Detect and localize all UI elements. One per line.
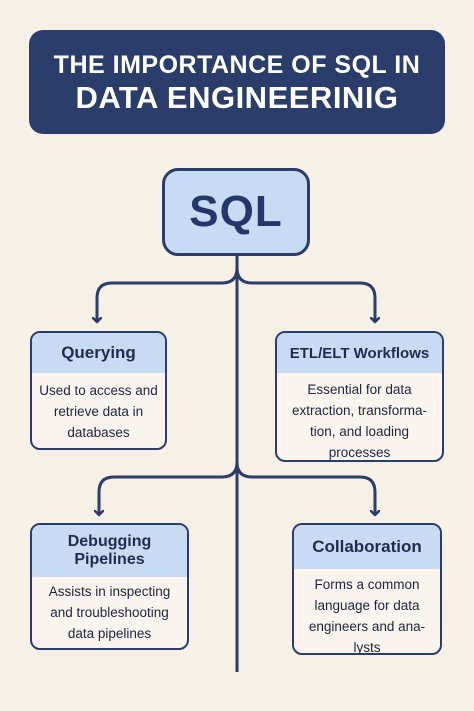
etl-card: ETL/ELT Workflows Essential for data ext… — [275, 331, 444, 462]
collaboration-description: Forms a common language for data enginee… — [308, 577, 426, 655]
branch-to-etl — [235, 267, 375, 322]
debugging-description: Assists in inspecting and troubleshootin… — [48, 584, 171, 641]
branch-to-debugging — [99, 461, 239, 515]
querying-description: Used to access and retrieve data in data… — [39, 383, 158, 440]
title-line-2: DATA ENGINEERINIG — [75, 79, 399, 115]
debugging-card: Debugging Pipelines Assists in inspectin… — [30, 523, 189, 650]
collaboration-title: Collaboration — [294, 525, 440, 569]
debugging-title: Debugging Pipelines — [32, 525, 187, 577]
branch-to-collaboration — [235, 461, 375, 515]
querying-card: Querying Used to access and retrieve dat… — [30, 331, 167, 450]
collaboration-card: Collaboration Forms a common language fo… — [292, 523, 442, 655]
etl-title: ETL/ELT Workflows — [277, 333, 442, 373]
querying-title: Querying — [32, 333, 165, 373]
branch-to-querying — [97, 267, 239, 322]
sql-node: SQL — [162, 168, 310, 256]
etl-description: Essential for data extraction, transform… — [291, 382, 428, 460]
sql-label: SQL — [189, 187, 283, 236]
title-line-1: THE IMPORTANCE OF SQL IN — [53, 51, 421, 80]
title-banner: THE IMPORTANCE OF SQL IN DATA ENGINEERIN… — [29, 30, 445, 134]
